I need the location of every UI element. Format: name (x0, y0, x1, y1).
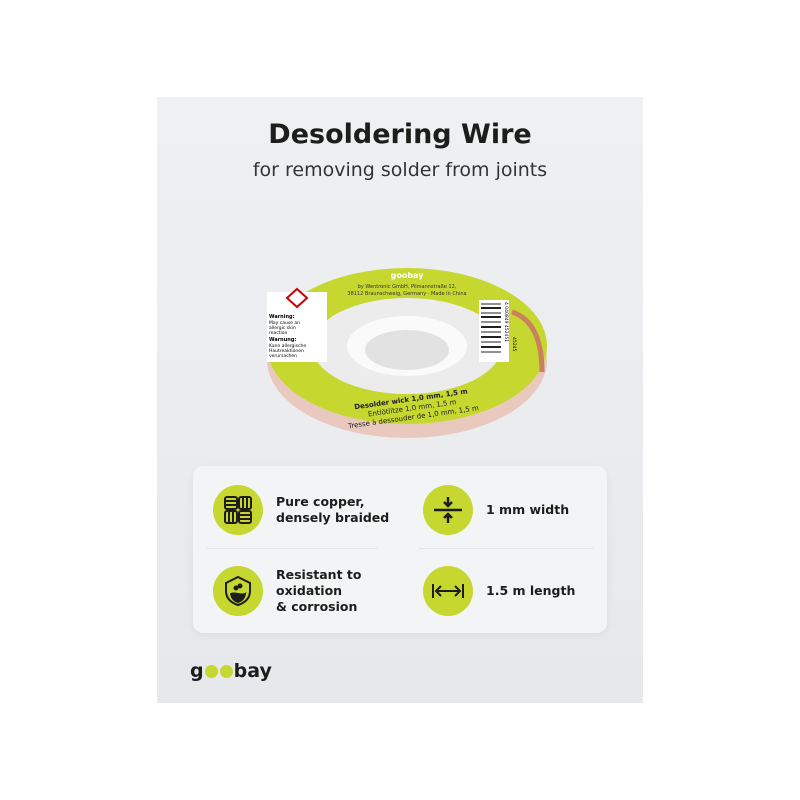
svg-text:45245: 45245 (511, 337, 517, 351)
svg-text:allergic skin: allergic skin (269, 325, 296, 331)
feature-width: 1 mm width (423, 485, 613, 535)
features-card: Pure copper, densely braided 1 mm width … (193, 466, 607, 633)
length-arrows-icon (423, 566, 473, 616)
svg-text:38112 Braunschweig, Germany ·: 38112 Braunschweig, Germany · Made in Ch… (347, 291, 466, 297)
svg-text:verursachen: verursachen (269, 353, 297, 359)
svg-text:Kann allergische: Kann allergische (269, 343, 306, 349)
svg-text:goobay: goobay (391, 271, 425, 280)
braid-icon (213, 485, 263, 535)
svg-text:reaction: reaction (269, 330, 288, 336)
svg-text:May cause an: May cause an (269, 320, 300, 326)
page-subtitle: for removing solder from joints (252, 159, 548, 181)
feature-text: Resistant to oxidation & corrosion (276, 567, 362, 614)
divider (419, 548, 593, 549)
product-panel: Desoldering Wire for removing solder fro… (157, 97, 643, 703)
width-arrows-icon (423, 485, 473, 535)
feature-text: 1 mm width (486, 502, 570, 517)
divider (207, 548, 377, 549)
svg-text:4 040849 452451: 4 040849 452451 (503, 302, 509, 342)
feature-resistant: Resistant to oxidation & corrosion (213, 566, 403, 616)
svg-text:Warning:: Warning: (269, 314, 295, 320)
svg-text:Hautreaktionen: Hautreaktionen (269, 348, 304, 354)
svg-text:Warnung:: Warnung: (269, 337, 296, 343)
shield-drop-icon (213, 566, 263, 616)
hazard-icon (285, 287, 309, 309)
feature-text: 1.5 m length (486, 583, 576, 598)
page-title: Desoldering Wire (268, 119, 532, 150)
copper-wire (511, 309, 545, 373)
feature-length: 1.5 m length (423, 566, 613, 616)
svg-text:by Wentronic GmbH, Pilmannstra: by Wentronic GmbH, Pilmannstraße 12, (358, 284, 457, 290)
feature-pure-copper: Pure copper, densely braided (213, 485, 403, 535)
solder-wick-spool-image: Warning: May cause an allergic skin reac… (267, 268, 547, 438)
feature-text: Pure copper, densely braided (276, 494, 390, 525)
